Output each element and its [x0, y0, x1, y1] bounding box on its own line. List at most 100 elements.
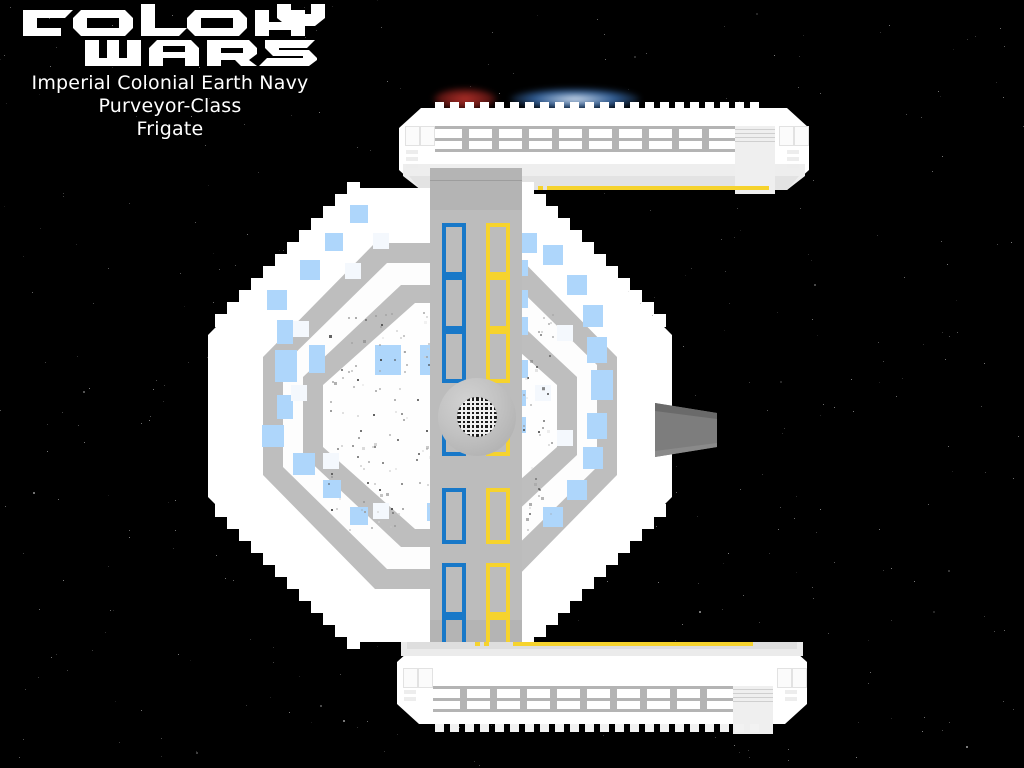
- spine-yellow-stripe: [486, 223, 510, 383]
- nacelle-accent-strip: [513, 642, 753, 646]
- thruster-nozzle: [655, 403, 717, 457]
- nacelle-accent-dot: [484, 642, 489, 646]
- hull-speckle: [341, 445, 343, 447]
- hull-speckle: [403, 335, 405, 337]
- hull-speckle: [534, 483, 537, 486]
- hull-speckle: [330, 401, 332, 403]
- hull-step-block: [605, 552, 618, 565]
- hull-speckle: [426, 448, 428, 450]
- hull-speckle: [353, 386, 355, 388]
- hull-step-block: [557, 218, 570, 231]
- hull-speckle: [377, 511, 379, 513]
- hull-window: [587, 413, 607, 439]
- hull-speckle: [422, 450, 424, 452]
- hull-window-unlit: [345, 263, 361, 279]
- hull-speckle: [389, 434, 391, 436]
- hull-speckle: [395, 411, 397, 413]
- hull-speckle: [406, 417, 408, 419]
- hull-speckle: [357, 379, 359, 381]
- hull-step-block: [617, 540, 630, 553]
- hull-step-block: [653, 314, 666, 327]
- stripe-segment: [486, 223, 510, 277]
- hull-window-unlit: [373, 503, 389, 519]
- hull-step-block: [287, 242, 300, 255]
- hull-window: [277, 395, 293, 419]
- hull-step-block: [641, 302, 654, 315]
- hull-window: [325, 233, 343, 251]
- tooth: [585, 724, 594, 732]
- tooth: [540, 102, 549, 112]
- hull-speckle: [382, 462, 384, 464]
- hull-speckle: [404, 351, 406, 353]
- grille-rib: [612, 129, 619, 149]
- dome-grid-line: [487, 397, 490, 437]
- hull-speckle: [399, 388, 401, 390]
- hull-step-block: [311, 218, 324, 231]
- nacelle-accent-dot: [475, 642, 480, 646]
- hull-speckle: [362, 447, 365, 450]
- hull-speckle: [416, 459, 418, 461]
- hull-speckle: [362, 384, 364, 386]
- hull-speckle: [394, 399, 396, 401]
- hull-speckle: [334, 382, 337, 385]
- hull-speckle: [538, 495, 540, 497]
- dome-grid-line: [457, 405, 497, 407]
- dome-grid-line: [457, 418, 497, 421]
- nacelle-left-slot: [404, 690, 416, 694]
- tooth: [705, 724, 714, 732]
- dome-grid-line: [483, 397, 485, 437]
- hull-window-unlit: [535, 385, 551, 401]
- nacelle-accent-dot: [538, 186, 543, 190]
- nacelle-left-slot: [404, 697, 416, 701]
- hull-speckle: [329, 335, 332, 338]
- hull-window: [587, 337, 607, 363]
- hull-speckle: [529, 513, 531, 515]
- title-block: Imperial Colonial Earth Navy Purveyor-Cl…: [0, 0, 340, 141]
- hull-step-block: [299, 588, 312, 601]
- hull-speckle: [363, 340, 366, 343]
- hull-step-block: [545, 612, 558, 625]
- hull-step-block: [569, 230, 582, 243]
- stripe-rung: [442, 327, 466, 332]
- grille-rib: [700, 689, 707, 709]
- stripe-rung: [442, 274, 466, 279]
- lower-engine-nacelle: [393, 638, 811, 734]
- hull-speckle: [328, 483, 330, 485]
- nacelle-right-slot: [787, 150, 799, 154]
- grille-rib: [520, 689, 527, 709]
- grille-rib: [580, 689, 587, 709]
- dome-grid-line: [457, 432, 497, 434]
- hull-speckle: [367, 482, 369, 484]
- hull-speckle: [542, 427, 544, 429]
- hull-step-block: [239, 290, 252, 303]
- tooth: [450, 102, 459, 112]
- hull-speckle: [530, 404, 532, 406]
- stripe-rung: [442, 614, 466, 619]
- hull-speckle: [536, 366, 538, 368]
- hull-speckle: [379, 344, 381, 346]
- hull-speckle: [531, 467, 533, 469]
- nacelle-left-endcap: [403, 668, 418, 688]
- tooth: [435, 724, 444, 732]
- hull-step-block: [275, 254, 288, 267]
- dome-grid-line: [457, 409, 497, 412]
- hull-speckle: [428, 364, 430, 366]
- hull-step-block: [275, 564, 288, 577]
- stripe-segment: [442, 276, 466, 330]
- hull-speckle: [427, 348, 429, 350]
- hull-speckle: [535, 369, 538, 372]
- hull-step-block: [263, 552, 276, 565]
- hull-speckle: [357, 456, 359, 458]
- spine-top-seam: [430, 180, 522, 181]
- nacelle-bottom-teeth: [435, 724, 775, 732]
- tooth: [480, 102, 489, 112]
- hull-window: [567, 275, 587, 295]
- tooth: [555, 724, 564, 732]
- nacelle-top-teeth: [435, 102, 775, 112]
- hull-speckle: [547, 393, 549, 395]
- grille-rib: [490, 689, 497, 709]
- stripe-segment: [486, 488, 510, 544]
- hull-speckle: [351, 342, 353, 344]
- hull-speckle: [523, 394, 525, 396]
